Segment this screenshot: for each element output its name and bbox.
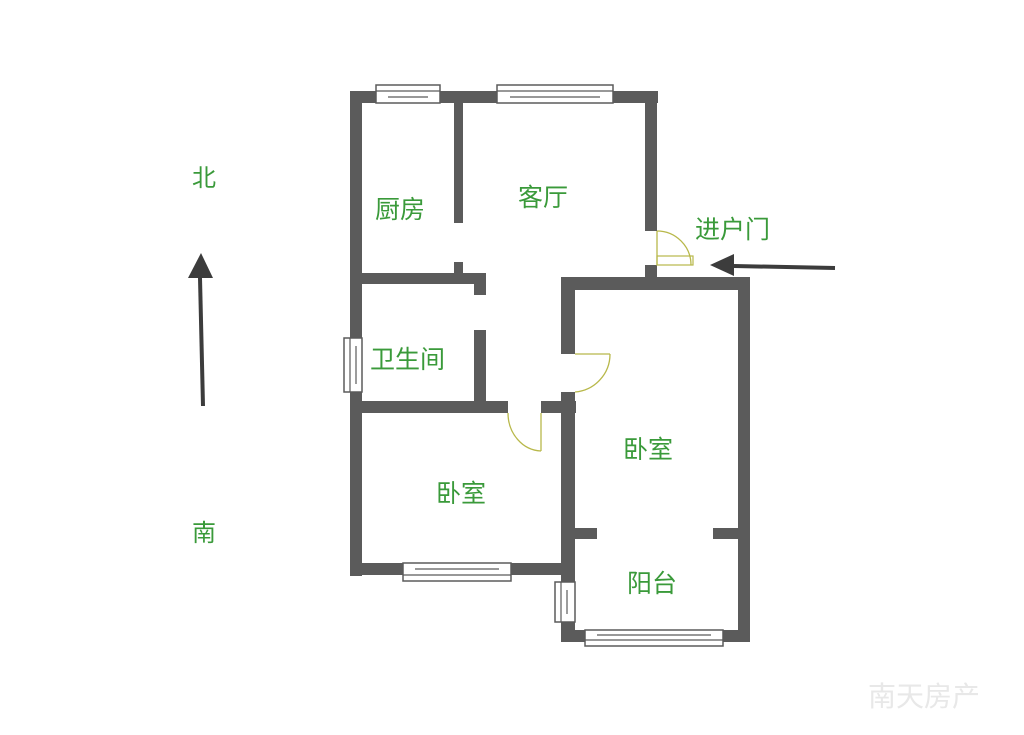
kitchen-bath-wall-end: [474, 273, 486, 295]
balcony-south-window: [584, 629, 724, 647]
bedroom-east-wall: [738, 277, 750, 642]
compass-south-label: 南: [192, 519, 216, 547]
living-room-label: 客厅: [518, 183, 568, 212]
bedroom-large-door: [574, 353, 611, 393]
bath-east-wall: [474, 330, 486, 412]
entrance-label: 进户门: [695, 215, 770, 244]
balcony-stub-right: [713, 528, 738, 539]
living-east-wall: [645, 91, 657, 231]
bedroom-large-label: 卧室: [623, 435, 673, 464]
bedroom-west-wall-top: [561, 277, 575, 354]
bedroom-north-wall: [561, 277, 750, 290]
bedroom-small-label: 卧室: [436, 479, 486, 508]
bathroom-label: 卫生间: [370, 345, 445, 374]
doors: [507, 230, 694, 452]
bedroom-west-wall: [561, 392, 575, 572]
compass-north-label: 北: [192, 164, 216, 192]
west-wall: [350, 91, 362, 576]
bathroom-window: [343, 337, 363, 393]
north-arrow: [188, 253, 213, 407]
entrance-door: [656, 230, 694, 266]
balcony-stub-left: [575, 528, 597, 539]
watermark-text: 南天房产: [868, 680, 980, 713]
balcony-west-window: [554, 581, 576, 623]
living-window: [496, 84, 614, 104]
windows: [343, 84, 724, 647]
kitchen-label: 厨房: [375, 195, 425, 224]
kitchen-window: [375, 84, 441, 104]
entrance-jamb: [645, 265, 657, 279]
entrance-arrow: [710, 254, 836, 276]
kitchen-living-divider-stub: [454, 262, 463, 276]
balcony-label: 阳台: [627, 569, 677, 598]
kitchen-bath-wall: [362, 273, 486, 284]
small-bedroom-window: [402, 562, 512, 582]
bedroom-small-door: [507, 412, 542, 452]
kitchen-living-divider: [454, 103, 463, 223]
bath-bedroom-wall: [362, 401, 508, 413]
